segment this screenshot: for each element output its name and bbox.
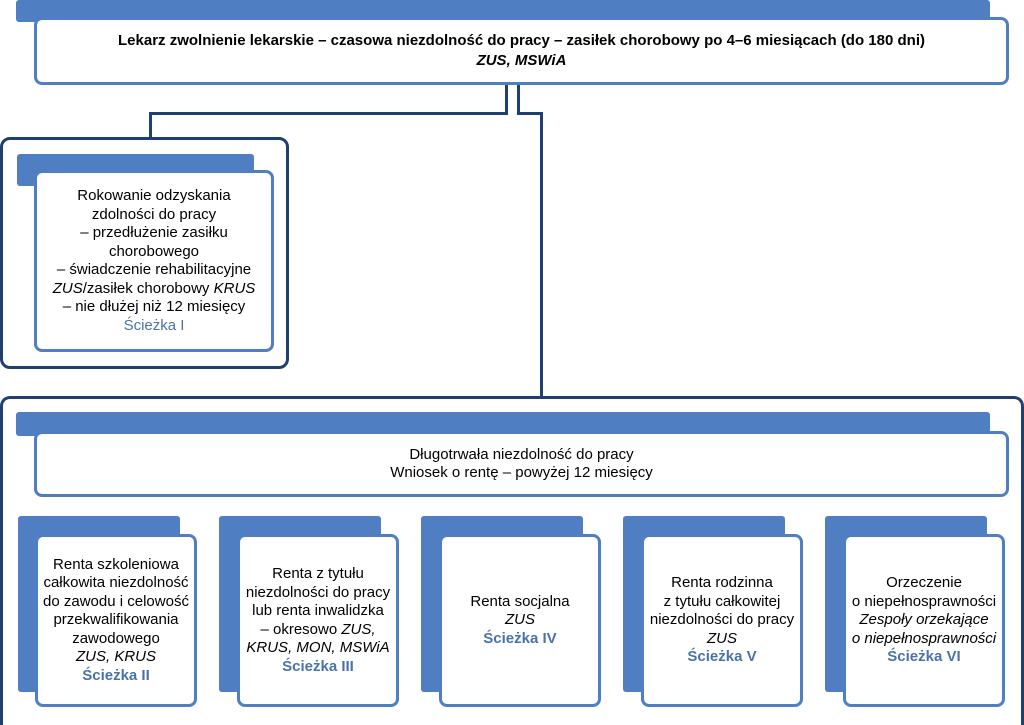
connector-right-horizontal <box>517 112 543 115</box>
root-node-band <box>16 0 990 22</box>
path6-label: Ścieżka VI <box>887 648 961 666</box>
path1-line1: Rokowanie odzyskania <box>77 187 231 204</box>
longterm-card: Długotrwała niezdolność do pracy Wniosek… <box>34 431 1009 497</box>
root-title: Lekarz zwolnienie lekarskie – czasowa ni… <box>118 32 925 49</box>
path5-institutions: ZUS <box>707 629 737 647</box>
path1-mid: /zasiłek chorobowy <box>82 279 214 297</box>
connector-left-horizontal <box>149 112 508 115</box>
path2-label: Ścieżka II <box>82 666 150 684</box>
path1-line6: ZUS/zasiłek chorobowy KRUS <box>53 280 256 299</box>
path3-line3: lub renta inwalidzka <box>252 602 384 619</box>
connector-root-left-vertical <box>505 84 508 114</box>
path1-card: Rokowanie odzyskania zdolności do pracy … <box>34 170 274 352</box>
path3-line4-prefix: – okresowo <box>260 620 342 638</box>
path2-line3: do zawodu i celowość <box>43 592 189 610</box>
path6-line2: o niepełnosprawności <box>851 592 997 610</box>
path2-line4: przekwalifikowania <box>53 611 179 629</box>
path6-italic-line2: o niepełnosprawności <box>851 629 997 647</box>
path4-institutions: ZUS <box>505 611 535 629</box>
path3-label: Ścieżka III <box>282 657 354 675</box>
path6-italic-line1: Zespoły orzekające <box>859 611 989 629</box>
path6-card: Orzeczenie o niepełnosprawności Zespoły … <box>843 534 1005 707</box>
path4-line1: Renta socjalna <box>470 592 570 610</box>
path3-line4-italic: ZUS, <box>341 620 376 638</box>
path2-line5: zawodowego <box>72 629 160 647</box>
path3-line4: – okresowo ZUS, <box>260 621 375 640</box>
connector-root-right-vertical <box>517 84 520 114</box>
path1-line2: zdolności do pracy <box>91 205 217 223</box>
path1-zus: ZUS <box>52 279 83 297</box>
path1-krus: KRUS <box>213 279 256 297</box>
connector-longterm-vertical <box>540 112 543 398</box>
path5-line3: niezdolności do pracy <box>649 611 795 629</box>
path2-line1: Renta szkoleniowa <box>53 555 179 573</box>
path3-line1: Renta z tytułu <box>272 565 364 582</box>
root-node: Lekarz zwolnienie lekarskie – czasowa ni… <box>34 17 1009 85</box>
longterm-line2: Wniosek o rentę – powyżej 12 miesięcy <box>390 464 653 481</box>
path3-institutions: KRUS, MON, MSWiA <box>246 639 390 656</box>
path4-card: Renta socjalna ZUS Ścieżka IV <box>439 534 601 707</box>
path3-card: Renta z tytułu niezdolności do pracy lub… <box>237 534 399 707</box>
path5-card: Renta rodzinna z tytułu całkowitej niezd… <box>641 534 803 707</box>
root-institutions: ZUS, MSWiA <box>476 52 567 69</box>
path5-label: Ścieżka V <box>687 648 757 666</box>
path3-line2: niezdolności do pracy <box>245 583 391 601</box>
longterm-line1: Długotrwała niezdolność do pracy <box>409 445 634 463</box>
path1-line4: chorobowego <box>108 242 200 260</box>
path1-line5: – świadczenie rehabilitacyjne <box>56 261 252 278</box>
path1-line3: – przedłużenie zasiłku <box>80 224 228 241</box>
path6-line1: Orzeczenie <box>886 574 962 592</box>
path1-label: Ścieżka I <box>123 316 185 334</box>
path2-card: Renta szkoleniowa całkowita niezdolność … <box>35 534 197 707</box>
path5-line1: Renta rodzinna <box>671 574 773 592</box>
path4-label: Ścieżka IV <box>483 629 557 647</box>
path2-line2: całkowita niezdolność <box>43 574 189 592</box>
connector-path1-vertical <box>149 112 152 139</box>
path2-institutions: ZUS, KRUS <box>75 648 156 666</box>
path5-line2: z tytułu całkowitej <box>663 592 781 610</box>
path1-line7: – nie dłużej niż 12 miesięcy <box>62 298 246 315</box>
